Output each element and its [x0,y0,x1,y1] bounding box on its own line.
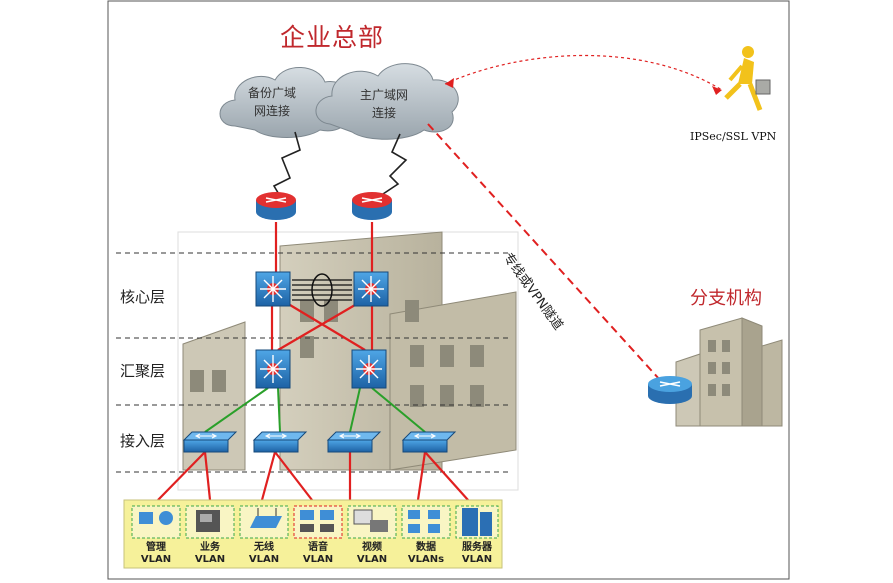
cloud-main-wan-label: 主广域网 连接 [360,86,408,122]
green-links [204,387,426,433]
server-icon [455,505,499,539]
video-icon [347,505,397,539]
wireless-icon [239,505,289,539]
cloud-backup-wan [219,67,351,138]
wan-link-backup [272,131,301,197]
router-backup [256,192,296,220]
cloud-backup-wan-label: 备份广域 网连接 [248,84,296,120]
business-icon [185,505,235,539]
cloud-main-line2: 连接 [372,106,397,120]
remote-user-icon [724,46,771,111]
remote-vpn-link [444,54,723,91]
core-switch-left [255,271,291,307]
core-bundle [292,273,352,307]
headquarters-building [177,231,519,491]
aggregation-switch-left [255,349,291,389]
data-icon [401,505,451,539]
access-switch-3 [326,431,382,453]
voice-icon [293,505,343,539]
wan-link-main [379,133,408,197]
access-layer-label: 接入层 [120,432,166,450]
vlan-icons [131,505,499,539]
cloud-backup-line1: 备份广域 [248,86,297,100]
cloud-main-line1: 主广域网 [360,88,409,102]
core-switch-right [353,271,389,307]
core-layer-label: 核心层 [120,288,166,306]
management-icon [131,505,181,539]
router-main [352,192,392,220]
branch-building [675,317,783,427]
branch-title: 分支机构 [690,288,762,309]
aggregation-switch-right [351,349,387,389]
access-switch-2 [252,431,308,453]
cloud-main-wan [315,63,459,140]
remote-vpn-label: IPSec/SSL VPN [690,130,777,143]
branch-router [648,376,692,404]
headquarters-title: 企业总部 [280,23,385,52]
cloud-backup-line2: 网连接 [254,104,291,118]
tunnel-line [427,123,661,381]
red-links [157,222,469,501]
layer-separators [116,252,512,473]
access-switch-4 [401,431,457,453]
diagram-frame [107,0,790,580]
access-switch-1 [182,431,238,453]
aggregation-layer-label: 汇聚层 [120,362,166,380]
